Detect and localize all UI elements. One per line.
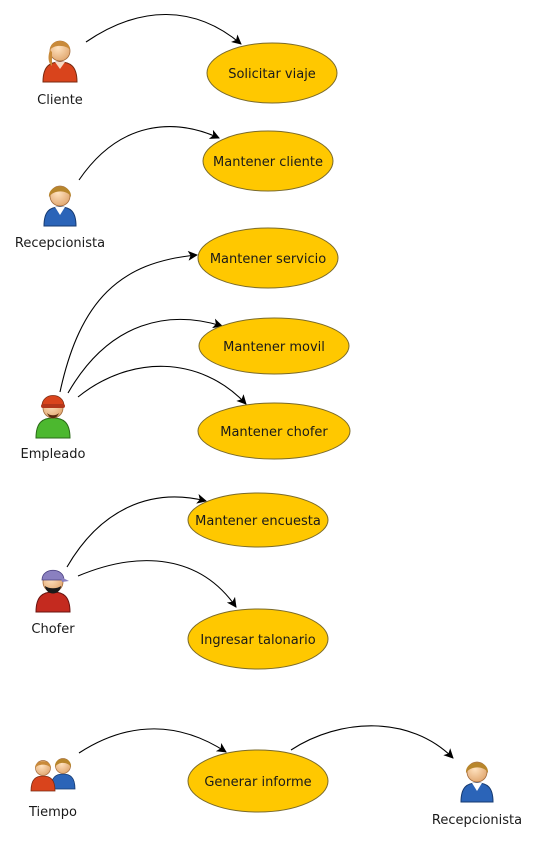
use-case-mantener-cliente[interactable]: Mantener cliente <box>202 130 334 192</box>
assoc-empleado-mantener-servicio <box>59 250 198 393</box>
use-case-ellipse <box>187 749 329 813</box>
use-case-ellipse <box>187 492 329 548</box>
use-case-ellipse <box>197 227 339 289</box>
assoc-chofer-mantener-encuesta <box>66 494 207 568</box>
actor-chofer[interactable]: Chofer <box>31 569 75 637</box>
use-case-label: Solicitar viaje <box>228 67 316 82</box>
use-case-mantener-servicio[interactable]: Mantener servicio <box>197 227 339 289</box>
use-case-label: Mantener cliente <box>213 155 323 170</box>
use-case-ellipse <box>198 317 350 375</box>
assoc-tiempo-generar-informe <box>78 728 227 754</box>
use-case-mantener-encuesta[interactable]: Mantener encuesta <box>187 492 329 548</box>
use-case-label: Generar informe <box>204 775 311 790</box>
assoc-chofer-ingresar-talonario <box>77 560 237 608</box>
actor-label: Empleado <box>21 447 86 462</box>
person-icon <box>35 569 71 613</box>
actor-recepcionista-2[interactable]: Recepcionista <box>432 761 522 828</box>
use-case-mantener-chofer[interactable]: Mantener chofer <box>197 402 351 460</box>
assoc-empleado-mantener-movil <box>67 318 223 394</box>
group-icon <box>30 758 76 792</box>
person-icon <box>460 761 494 803</box>
actor-tiempo[interactable]: Tiempo <box>28 758 77 821</box>
assoc-generar-informe-recepcionista <box>290 725 454 759</box>
person-icon <box>42 40 78 83</box>
actor-label: Recepcionista <box>15 236 105 251</box>
use-case-mantener-movil[interactable]: Mantener movil <box>198 317 350 375</box>
actor-label: Recepcionista <box>432 813 522 828</box>
assoc-recepcionista-mantener-cliente <box>78 126 220 181</box>
use-case-generar-informe[interactable]: Generar informe <box>187 749 329 813</box>
use-case-ellipse <box>202 130 334 192</box>
use-case-label: Mantener encuesta <box>195 514 321 529</box>
use-case-ellipse <box>187 608 329 670</box>
use-case-ellipse <box>206 42 338 104</box>
person-icon <box>35 395 71 439</box>
actor-label: Chofer <box>31 622 75 637</box>
actor-recepcionista[interactable]: Recepcionista <box>15 185 105 251</box>
use-case-ellipse <box>197 402 351 460</box>
actor-label: Cliente <box>37 93 83 108</box>
use-case-label: Mantener movil <box>223 340 325 355</box>
assoc-empleado-mantener-chofer <box>77 365 247 405</box>
use-case-label: Mantener servicio <box>210 252 326 267</box>
use-case-label: Mantener chofer <box>220 425 328 440</box>
use-case-solicitar-viaje[interactable]: Solicitar viaje <box>206 42 338 104</box>
person-icon <box>43 185 77 227</box>
actor-label: Tiempo <box>28 805 77 820</box>
use-case-label: Ingresar talonario <box>200 633 315 648</box>
actor-cliente[interactable]: Cliente <box>37 40 83 108</box>
actor-empleado[interactable]: Empleado <box>21 395 86 463</box>
use-case-ingresar-talonario[interactable]: Ingresar talonario <box>187 608 329 670</box>
associations <box>59 13 454 759</box>
assoc-cliente-solicitar-viaje <box>85 13 242 45</box>
